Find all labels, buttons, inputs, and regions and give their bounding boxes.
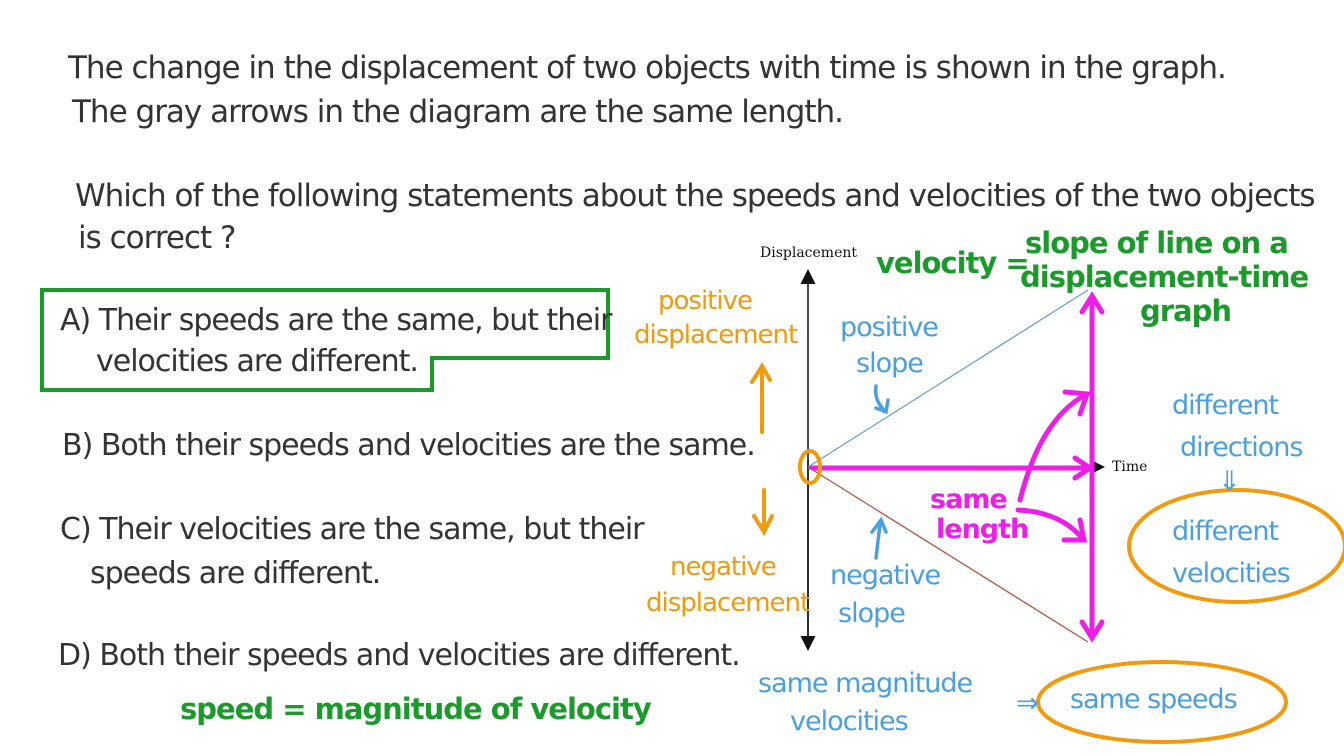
same-length-1: same — [930, 484, 1008, 515]
option-a-line-1: A) Their speeds are the same, but their — [60, 303, 612, 338]
answer-a-box — [40, 288, 610, 392]
negative-displacement-1: negative — [670, 552, 777, 582]
option-c-line-1: C) Their velocities are the same, but th… — [60, 512, 644, 547]
slope-def-2: displacement-time — [1020, 260, 1309, 294]
different-directions-2: directions — [1180, 432, 1303, 463]
velocity-label: velocity = — [876, 246, 1030, 280]
same-magnitude-1: same magnitude — [758, 668, 973, 699]
speed-definition: speed = magnitude of velocity — [180, 692, 652, 726]
same-length-2: length — [936, 514, 1029, 545]
negative-slope-1: negative — [830, 560, 941, 591]
implies-down-symbol: ⇓ — [1218, 466, 1241, 497]
question-line-4: is correct ? — [78, 220, 236, 256]
implies-right-symbol: ⇒ — [1016, 688, 1039, 719]
slope-def-1: slope of line on a — [1025, 226, 1289, 260]
slope-def-3: graph — [1140, 294, 1232, 328]
different-velocities-2: velocities — [1172, 558, 1291, 589]
option-d[interactable]: D) Both their speeds and velocities are … — [58, 638, 741, 673]
negative-displacement-2: displacement — [646, 588, 810, 618]
different-velocities-1: different — [1172, 516, 1279, 547]
negative-slope-line — [807, 466, 1089, 643]
blue-arrows — [870, 384, 890, 560]
negative-slope-2: slope — [838, 598, 906, 629]
question-line-2: The gray arrows in the diagram are the s… — [72, 94, 844, 130]
positive-slope-line — [807, 289, 1089, 468]
x-axis-label: Time — [1112, 459, 1148, 475]
orange-marks — [750, 362, 1344, 744]
question-line-3: Which of the following statements about … — [75, 178, 1316, 214]
positive-displacement-2: displacement — [634, 320, 798, 350]
same-speeds: same speeds — [1070, 684, 1238, 715]
option-a-line-2: velocities are different. — [96, 344, 419, 379]
positive-slope-1: positive — [840, 312, 939, 343]
option-b[interactable]: B) Both their speeds and velocities are … — [62, 428, 756, 463]
option-c-line-2: speeds are different. — [90, 556, 381, 591]
positive-slope-2: slope — [856, 348, 924, 379]
positive-displacement-1: positive — [658, 286, 753, 316]
y-axis-label: Displacement — [760, 245, 858, 261]
same-length-arrows — [809, 291, 1105, 643]
question-line-1: The change in the displacement of two ob… — [68, 50, 1227, 86]
different-directions-1: different — [1172, 390, 1279, 421]
same-magnitude-2: velocities — [790, 706, 909, 737]
